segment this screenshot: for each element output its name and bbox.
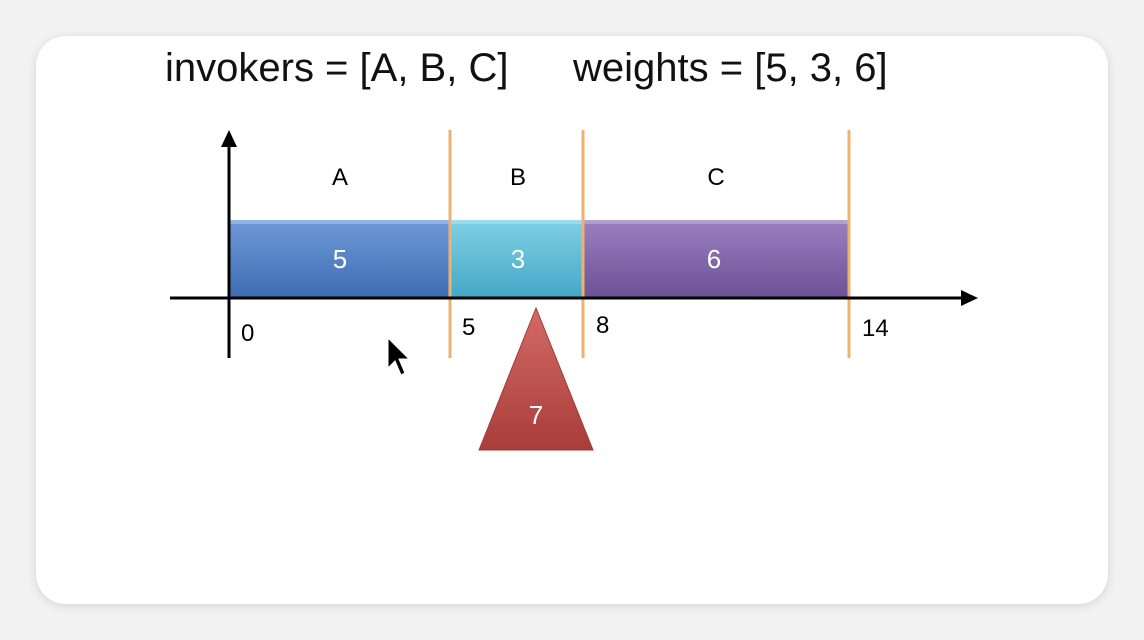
tick-label-0: 0 bbox=[241, 320, 254, 347]
x-axis-arrow bbox=[961, 290, 978, 306]
segment-bar-b bbox=[450, 220, 583, 297]
tick-label-5: 5 bbox=[462, 314, 475, 341]
segment-bar-a bbox=[229, 220, 450, 297]
mouse-cursor-icon bbox=[387, 336, 411, 376]
segment-weight-a: 5 bbox=[333, 244, 347, 274]
segment-label-c: C bbox=[707, 164, 724, 191]
segment-weight-b: 3 bbox=[511, 244, 525, 274]
tick-label-14: 14 bbox=[862, 315, 889, 342]
bar-top-highlight bbox=[229, 220, 849, 224]
segment-label-b: B bbox=[510, 164, 526, 191]
segment-weight-c: 6 bbox=[707, 244, 721, 274]
weights-title: weights = [5, 3, 6] bbox=[573, 46, 888, 90]
segment-bar-c bbox=[583, 220, 849, 297]
slide-card bbox=[36, 36, 1108, 604]
invokers-title: invokers = [A, B, C] bbox=[165, 46, 509, 90]
segment-label-a: A bbox=[332, 164, 348, 191]
tick-label-8: 8 bbox=[596, 312, 609, 339]
pivot-value: 7 bbox=[529, 400, 543, 430]
pivot-triangle bbox=[478, 306, 594, 451]
y-axis-arrow bbox=[221, 130, 237, 147]
